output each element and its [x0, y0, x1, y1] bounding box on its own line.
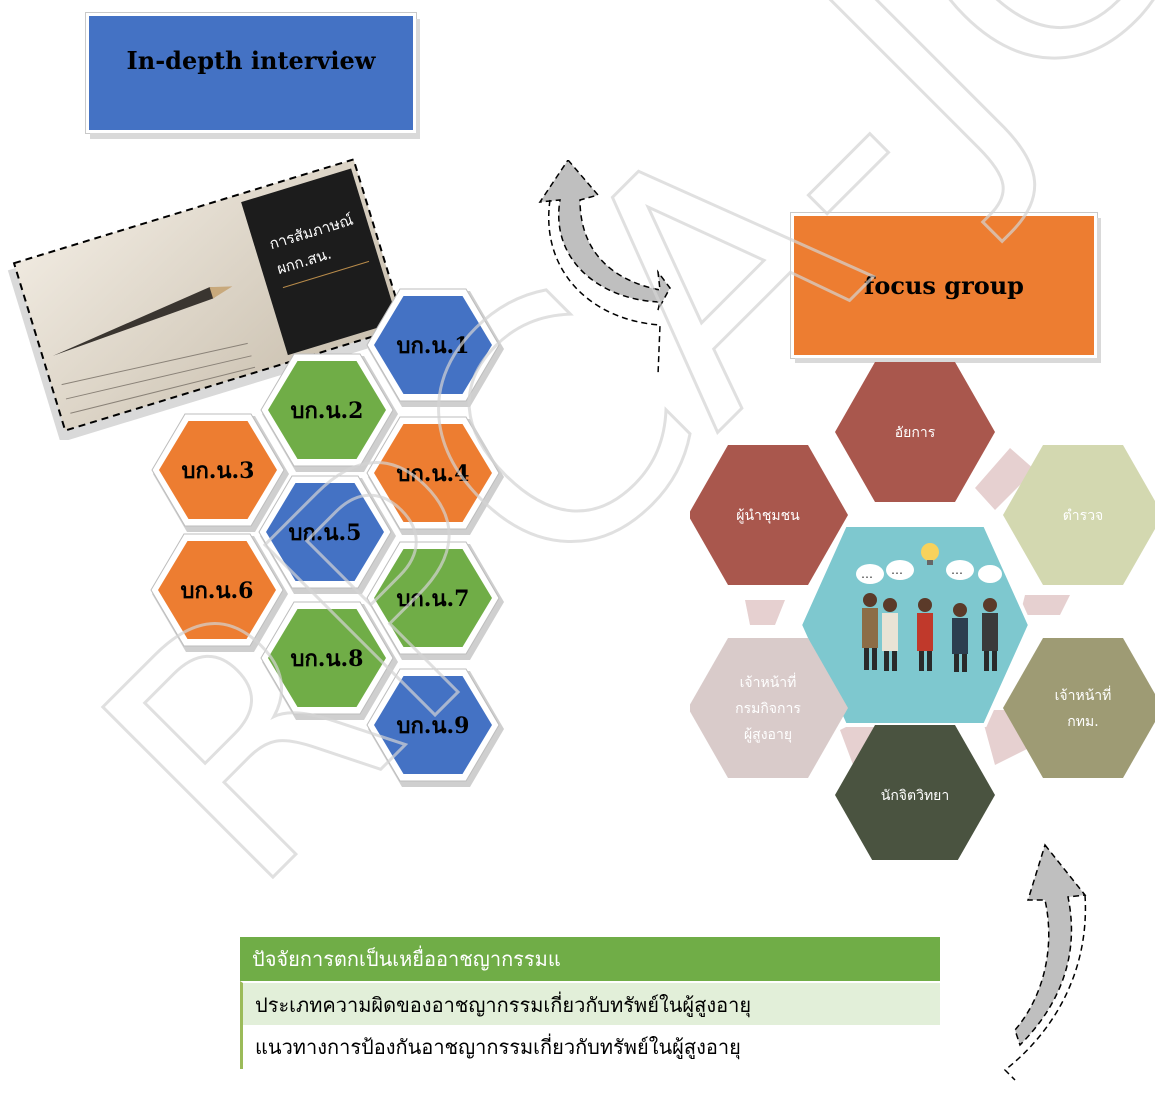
focus-group-label-4: นักจิตวิทยา [881, 788, 950, 804]
interviewee-label-2: บก.น.2 [291, 398, 364, 424]
people-discussion-icon: … … … [856, 543, 1002, 672]
curved-arrow-top [538, 160, 671, 376]
interviewee-label-7: บก.น.7 [397, 586, 470, 612]
curved-arrow-bottom [1003, 843, 1087, 1081]
interviewee-label-3: บก.น.3 [182, 458, 255, 484]
interviewee-hexagon-2: บก.น.2 [260, 353, 398, 472]
interviewee-label-8: บก.น.8 [291, 646, 364, 672]
focus-group-label-5-line3: ผู้สูงอายุ [744, 727, 792, 743]
interviewee-label-1: บก.น.1 [397, 333, 470, 359]
focus-group-member-3: เจ้าหน้าที่กทม. [1003, 638, 1155, 778]
focus-group-member-1: อัยการ [835, 362, 995, 502]
factors-row-crime-types: ประเภทความผิดของอาชญากรรมเกี่ยวกับทรัพย์… [240, 981, 940, 1025]
interview-photo: การสัมภาษณ์ ผกก.สน. [7, 158, 400, 440]
interviewee-hexagon-5: บก.น.5 [258, 475, 396, 594]
factors-row-prevention: แนวทางการป้องกันอาชญากรรมเกี่ยวกับทรัพย์… [240, 1025, 940, 1069]
interviewee-hexagon-8: บก.น.8 [260, 601, 398, 720]
in-depth-interview-box: In-depth interview [86, 13, 416, 133]
focus-group-member-4: นักจิตวิทยา [835, 725, 995, 860]
interviewee-hexagon-6: บก.น.6 [150, 533, 288, 652]
in-depth-interview-title: In-depth interview [126, 46, 376, 75]
interviewee-honeycomb: บก.น.1 บก.น.2 บก.น.3 บก.น.4 บก.น.5 บก.น.6 บก.น… [150, 288, 504, 787]
focus-group-label-2: ตำรวจ [1063, 508, 1104, 524]
focus-group-label-1: อัยการ [895, 425, 936, 441]
factors-list: ปัจจัยการตกเป็นเหยื่ออาชญากรรมแ ประเภทคว… [240, 937, 940, 1069]
factors-header: ปัจจัยการตกเป็นเหยื่ออาชญากรรมแ [240, 937, 940, 981]
focus-group-box: focus group [791, 213, 1097, 358]
focus-group-label-3-line1: เจ้าหน้าที่ [1055, 686, 1112, 704]
interviewee-hexagon-7: บก.น.7 [366, 541, 504, 660]
focus-group-label-5-line2: กรมกิจการ [735, 701, 801, 717]
focus-group-label-6: ผู้นำชุมชน [736, 508, 800, 524]
focus-group-title: focus group [864, 271, 1024, 300]
svg-text:…: … [891, 563, 903, 577]
focus-group-label-5-line1: เจ้าหน้าที่ [740, 673, 797, 691]
focus-group-member-6: ผู้นำชุมชน [690, 445, 848, 585]
focus-group-label-3-line2: กทม. [1067, 714, 1098, 730]
interviewee-hexagon-9: บก.น.9 [366, 668, 504, 787]
interviewee-hexagon-4: บก.น.4 [366, 416, 504, 535]
interviewee-label-6: บก.น.6 [181, 578, 254, 604]
interviewee-hexagon-3: บก.น.3 [151, 413, 289, 532]
interviewee-label-4: บก.น.4 [397, 461, 470, 487]
focus-group-member-2: ตำรวจ [1003, 445, 1155, 585]
svg-text:…: … [861, 567, 873, 581]
interviewee-label-9: บก.น.9 [397, 713, 470, 739]
interviewee-label-5: บก.น.5 [289, 520, 362, 546]
interviewee-hexagon-1: บก.น.1 [366, 288, 504, 407]
svg-text:…: … [951, 563, 963, 577]
